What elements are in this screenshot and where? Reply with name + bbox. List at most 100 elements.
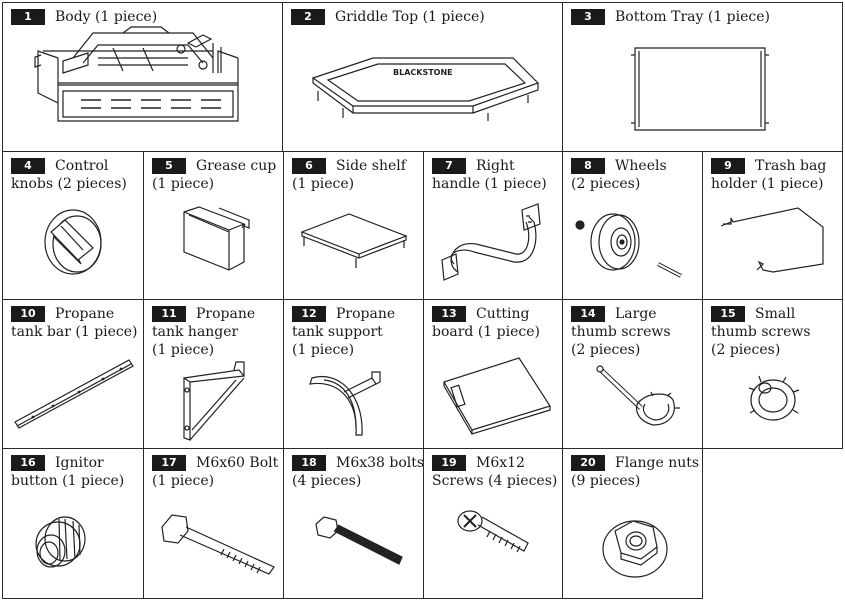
part-label: 10 Propane tank bar (1 piece) [11,305,139,341]
part-name: Body (1 piece) [55,9,158,25]
part-label: 5 Grease cup (1 piece) [152,157,279,193]
bottom-tray-illustration [563,3,843,152]
part-qty: handle (1 piece) [432,176,547,192]
part-name: Small [755,306,796,322]
m6x12-screw-illustration [424,449,563,599]
part-qty: (2 pieces) [711,342,781,358]
part-qty: holder (1 piece) [711,176,824,192]
part-number-badge: 10 [11,306,45,322]
part-number-badge: 17 [152,455,186,471]
part-number-badge: 20 [571,455,605,471]
part-qty: (4 pieces) [292,473,362,489]
griddle-body-illustration [3,3,283,152]
part-label: 16 Ignitor button (1 piece) [11,454,139,490]
part-number-badge: 12 [292,306,326,322]
part-number-badge: 4 [11,158,45,174]
control-knob-illustration [3,152,144,300]
part-qty: thumb screws [571,324,671,340]
part-number-badge: 11 [152,306,186,322]
part-qty: (1 piece) [292,176,355,192]
part-name: Large [615,306,657,322]
part-qty: tank bar (1 piece) [11,324,138,340]
part-cell-m6x60-bolt: 17 M6x60 Bolt (1 piece) [143,448,284,599]
side-shelf-illustration [284,152,424,300]
part-number-badge: 19 [432,455,466,471]
part-name: M6x12 [476,455,525,471]
part-name: M6x38 bolts [336,455,424,471]
part-qty: (1 piece) [152,342,215,358]
part-cell-large-thumb-screws: 14 Large thumb screws (2 pieces) [562,299,703,449]
right-handle-illustration [424,152,563,300]
part-name: Flange nuts [615,455,700,471]
part-name: Grease cup [196,158,277,174]
part-qty: tank support [292,324,383,340]
part-label: 20 Flange nuts (9 pieces) [571,454,700,490]
part-cell-wheels: 8 Wheels (2 pieces) [562,151,703,300]
part-number-badge: 8 [571,158,605,174]
part-qty: (2 pieces) [571,342,641,358]
part-name: Trash bag [755,158,827,174]
wheel-illustration [563,152,703,300]
part-label: 14 Large thumb screws (2 pieces) [571,305,698,359]
trash-bag-holder-illustration [703,152,843,300]
part-name: Bottom Tray (1 piece) [615,9,770,25]
part-cell-m6x12-screws: 19 M6x12 Screws (4 pieces) [423,448,563,599]
part-name: Ignitor [55,455,104,471]
part-name: Propane [55,306,115,322]
part-name: Wheels [615,158,667,174]
part-number-badge: 16 [11,455,45,471]
part-number-badge: 15 [711,306,745,322]
part-number-badge: 1 [11,9,45,25]
part-cell-propane-tank-bar: 10 Propane tank bar (1 piece) [2,299,144,449]
grease-cup-illustration [144,152,284,300]
part-name: M6x60 Bolt [196,455,279,471]
cutting-board-illustration [424,300,563,449]
part-qty: (2 pieces) [571,176,641,192]
part-number-badge: 14 [571,306,605,322]
part-qty: (9 pieces) [571,473,641,489]
m6x38-bolt-illustration [284,449,424,599]
part-name: Propane [196,306,256,322]
propane-tank-support-illustration [284,300,424,449]
part-cell-m6x38-bolts: 18 M6x38 bolts (4 pieces) [283,448,424,599]
part-name: Cutting [476,306,530,322]
part-label: 8 Wheels (2 pieces) [571,157,698,193]
part-qty: Screws (4 pieces) [432,473,558,489]
part-number-badge: 3 [571,9,605,25]
part-qty: button (1 piece) [11,473,125,489]
part-number-badge: 7 [432,158,466,174]
part-qty: (1 piece) [152,473,215,489]
propane-tank-bar-illustration [3,300,144,449]
part-number-badge: 18 [292,455,326,471]
flange-nut-illustration [563,449,703,599]
large-thumb-screw-illustration [563,300,703,449]
part-qty: (1 piece) [292,342,355,358]
part-qty: (1 piece) [152,176,215,192]
part-number-badge: 2 [291,9,325,25]
griddle-top-illustration: BLACKSTONE [283,3,563,152]
part-number-badge: 5 [152,158,186,174]
part-qty: board (1 piece) [432,324,540,340]
part-qty: thumb screws [711,324,811,340]
part-name: Side shelf [336,158,406,174]
part-cell-flange-nuts: 20 Flange nuts (9 pieces) [562,448,703,599]
part-cell-body: 1 Body (1 piece) [2,2,283,152]
part-label: 19 M6x12 Screws (4 pieces) [432,454,558,490]
propane-tank-hanger-illustration [144,300,284,449]
part-qty: knobs (2 pieces) [11,176,127,192]
part-label: 15 Small thumb screws (2 pieces) [711,305,838,359]
